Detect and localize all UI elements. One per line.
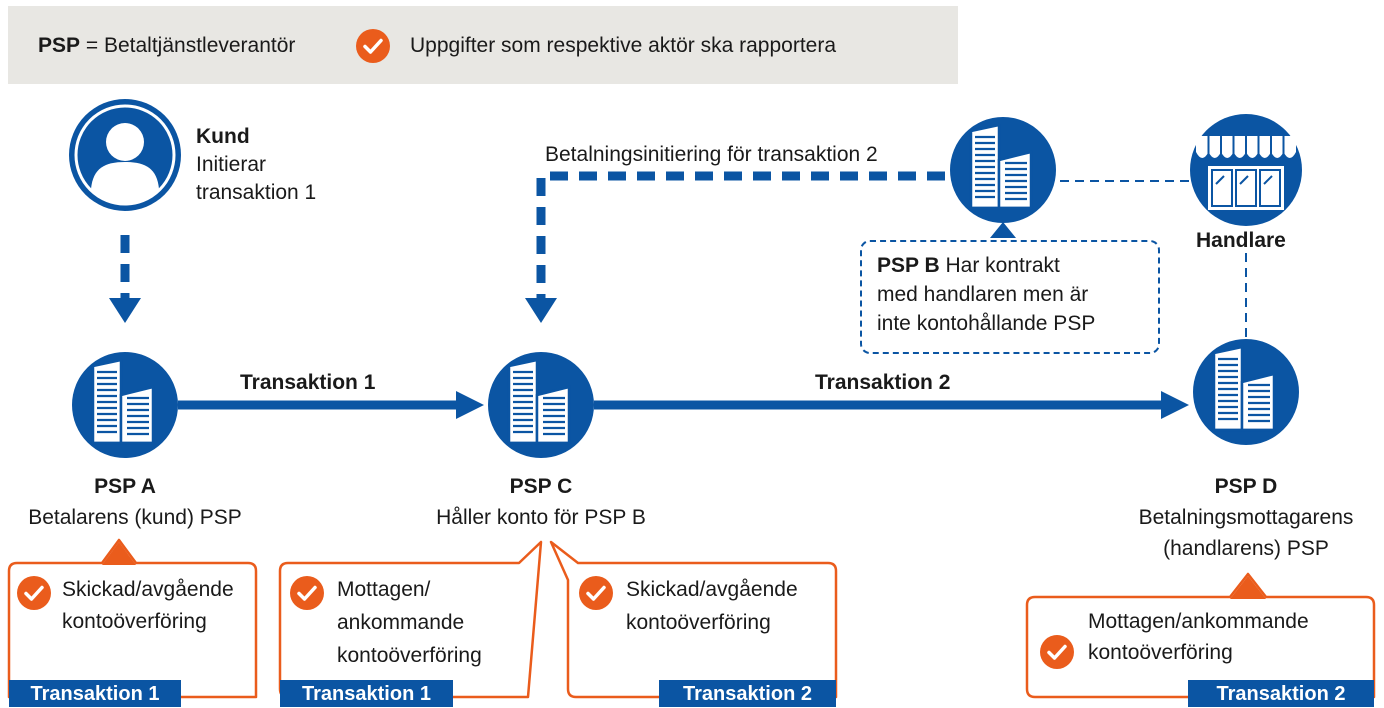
check-circle-icon (17, 576, 51, 610)
transaction-1-label: Transaktion 1 (240, 371, 376, 394)
transaction-1-arrowhead (456, 391, 484, 419)
card-pointer (102, 542, 136, 565)
pspb-callout (860, 240, 1160, 354)
legend-psp-text: = Betaltjänstleverantör (80, 34, 296, 57)
card-2-line2: ankommande (337, 611, 465, 634)
customer-line2: transaktion 1 (196, 181, 317, 204)
card-3-tag: Transaktion 2 (659, 680, 836, 707)
card-3-line1: Skickad/avgående (626, 578, 798, 601)
pspb-line2: med handlaren men är (877, 283, 1089, 306)
transaction-2-label: Transaktion 2 (815, 371, 951, 394)
legend-bar: PSP = Betaltjänstleverantör Uppgifter so… (8, 6, 958, 84)
initiate-arrowhead (109, 298, 141, 323)
check-circle-icon (356, 29, 390, 63)
card-1-tag: Transaktion 1 (9, 680, 181, 707)
initiation-label: Betalningsinitiering för transaktion 2 (545, 143, 878, 166)
pspb-callout-pointer (990, 222, 1016, 238)
customer-line1: Initierar (196, 153, 267, 176)
card-4-tag: Transaktion 2 (1188, 680, 1374, 707)
merchant-label: Handlare (1196, 229, 1286, 252)
card-3-line2: kontoöverföring (626, 611, 771, 634)
card-outline (7, 538, 258, 699)
card-1-line1: Skickad/avgående (62, 578, 234, 601)
card-4-line1: Mottagen/ankommande (1088, 610, 1309, 633)
check-circle-icon (290, 576, 324, 610)
psp-d-desc2: (handlarens) PSP (1163, 537, 1329, 560)
card-pointer (1230, 576, 1266, 599)
check-circle-icon (1040, 635, 1074, 669)
card-4-line2: kontoöverföring (1088, 641, 1233, 664)
card-1-line2: kontoöverföring (62, 610, 207, 633)
psp-c-desc: Håller konto för PSP B (436, 506, 646, 529)
bank-building-icon (486, 350, 596, 460)
bank-building-icon (1191, 337, 1301, 447)
psp-c-name: PSP C (509, 475, 573, 498)
legend-psp-definition: PSP = Betaltjänstleverantör (38, 33, 295, 59)
card-2-line1: Mottagen/ (337, 578, 431, 601)
pspb-line1-text: Har kontrakt (939, 254, 1060, 277)
customer-title: Kund (196, 125, 250, 148)
psp-a-name: PSP A (94, 475, 156, 498)
check-circle-icon (579, 576, 613, 610)
legend-psp-abbr: PSP (38, 34, 81, 57)
legend-check-description: Uppgifter som respektive aktör ska rappo… (410, 34, 837, 57)
card-2-line3: kontoöverföring (337, 644, 482, 667)
card-2-tag: Transaktion 1 (280, 680, 453, 707)
bank-building-icon (948, 115, 1058, 225)
card-outline (1025, 572, 1376, 699)
psp-d-name: PSP D (1214, 475, 1278, 498)
psp-a-desc: Betalarens (kund) PSP (28, 506, 242, 529)
pspb-name: PSP B (877, 254, 940, 277)
transaction-2-arrowhead (1161, 391, 1189, 419)
bank-building-icon (70, 350, 180, 460)
initiation-arrowhead (525, 298, 557, 323)
pspb-line3: inte kontohållande PSP (877, 312, 1096, 335)
pspb-line1: PSP B Har kontrakt (877, 252, 1060, 279)
storefront-icon (1190, 114, 1302, 226)
card-outline (549, 540, 838, 699)
person-icon (69, 99, 181, 211)
psp-d-desc1: Betalningsmottagarens (1138, 506, 1354, 529)
